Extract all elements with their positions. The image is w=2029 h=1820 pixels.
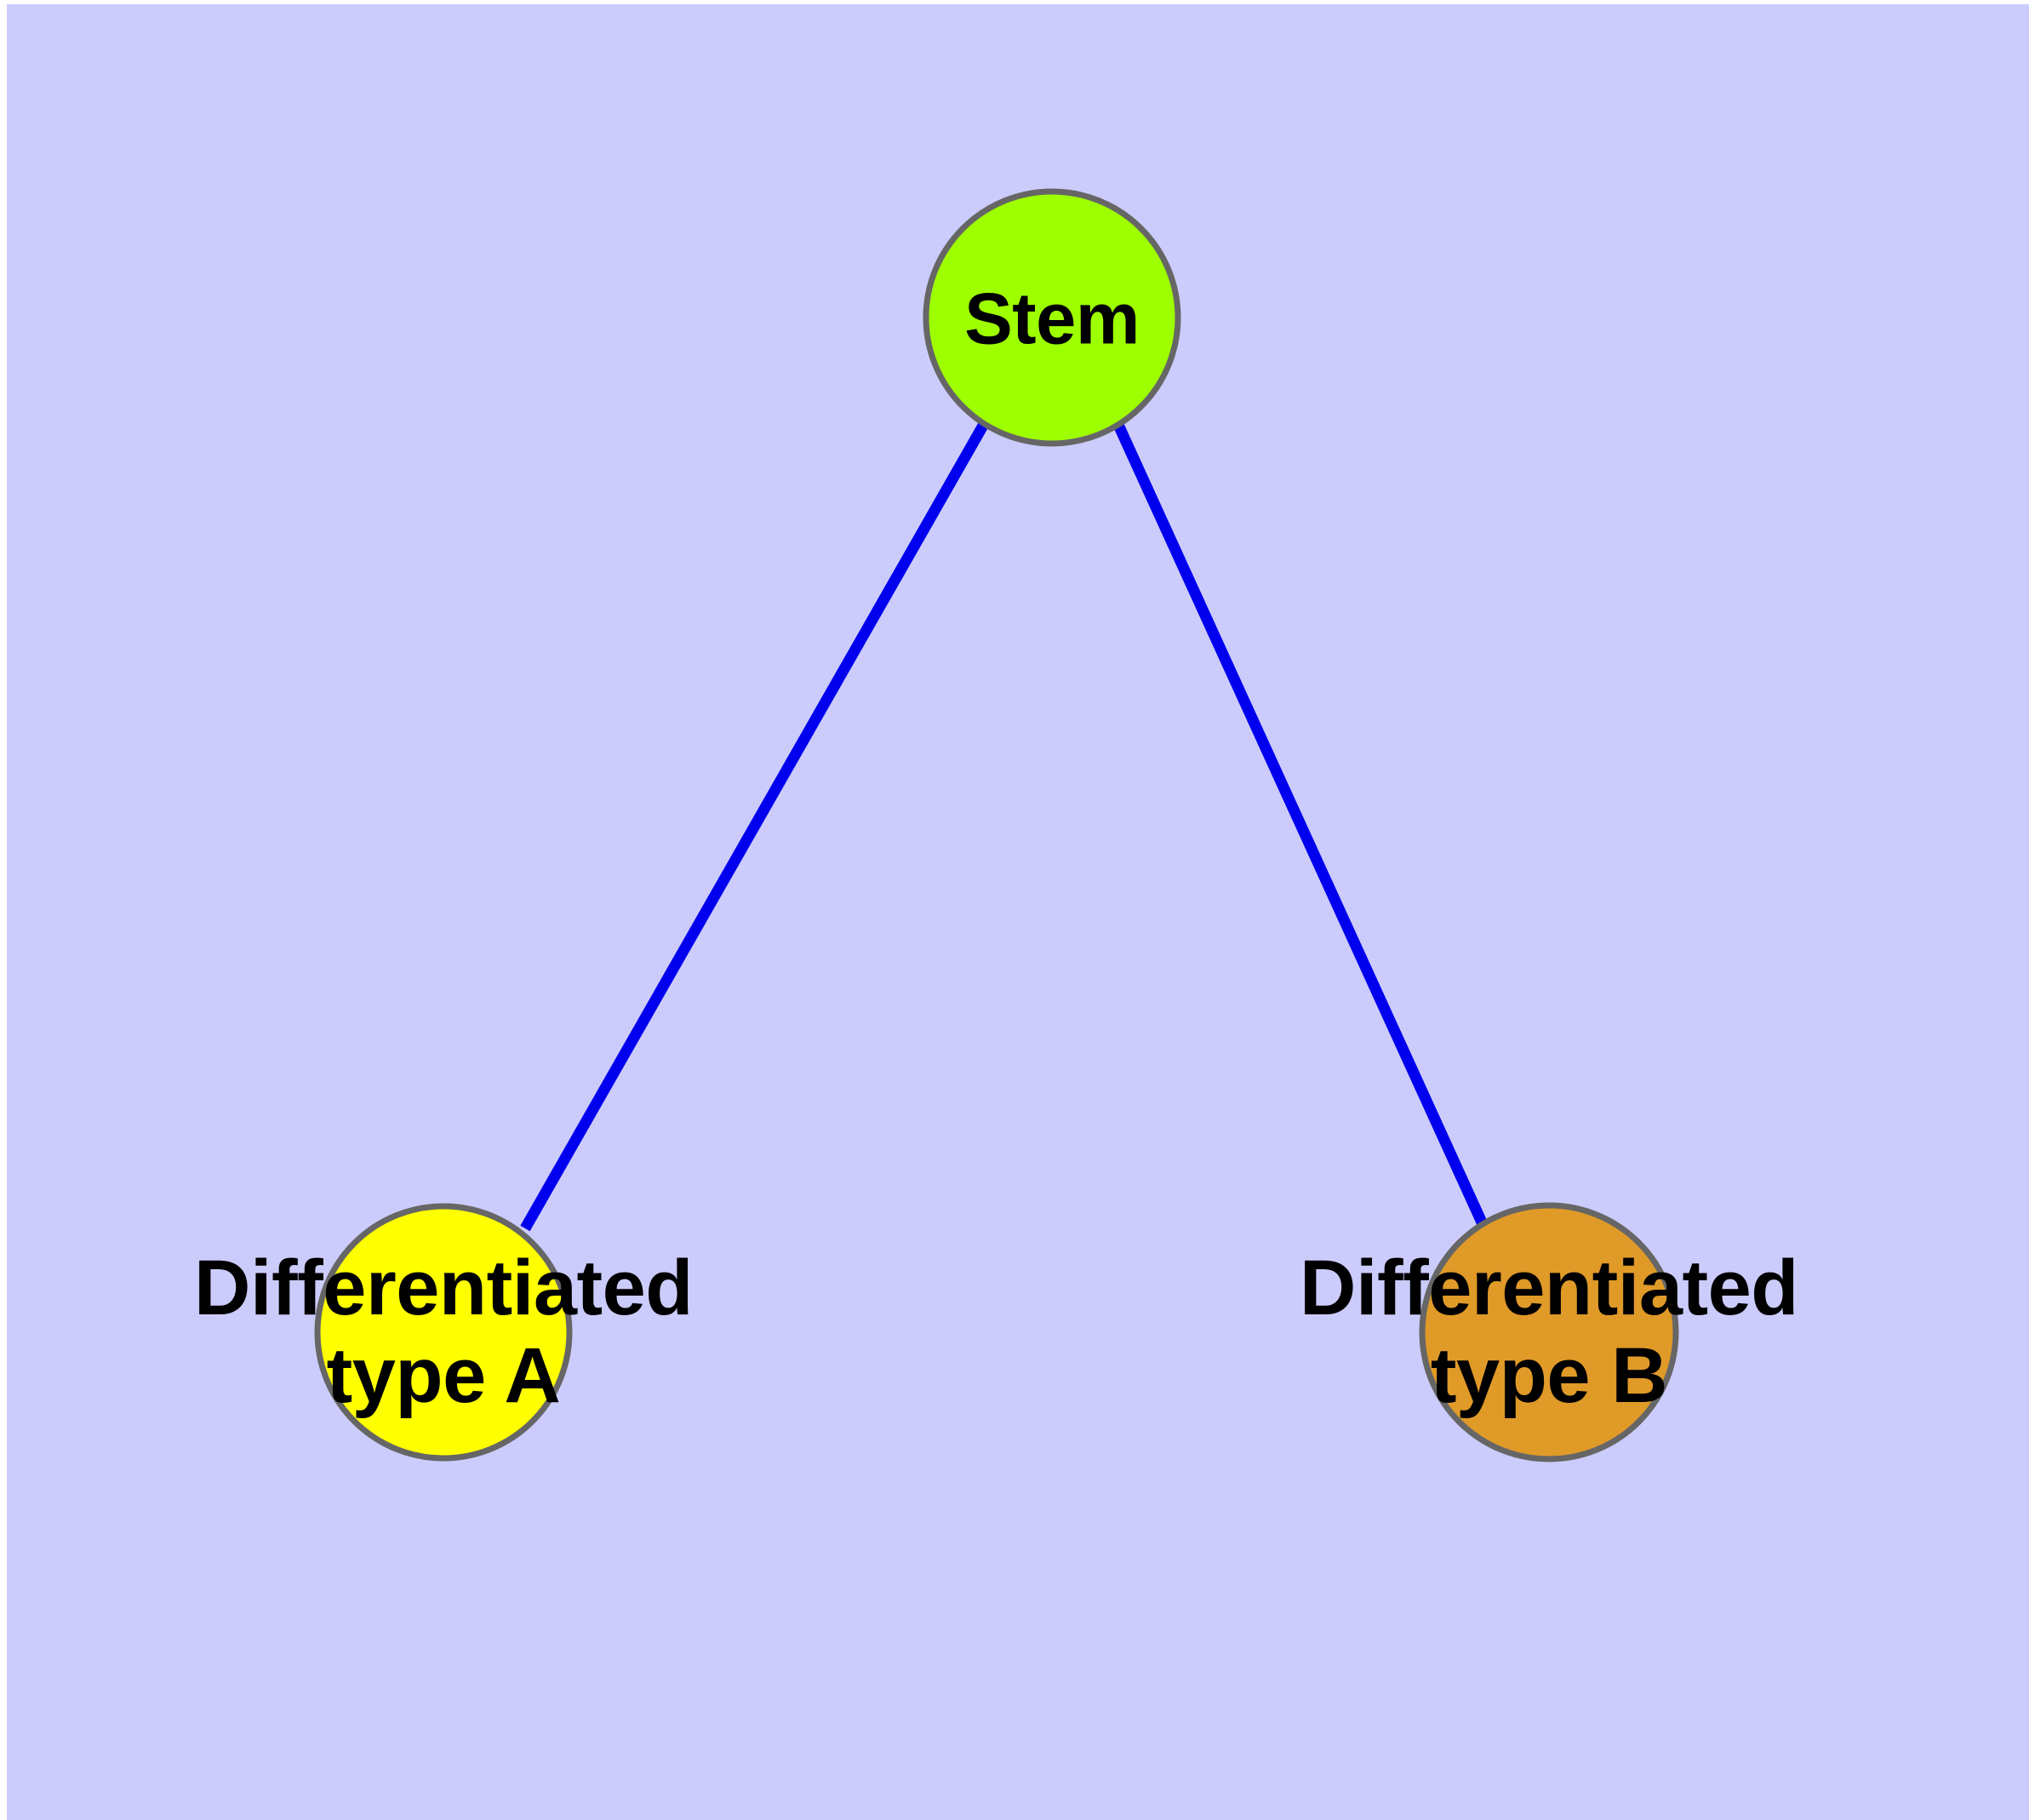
node-differentiated-type-a[interactable] <box>314 1203 573 1462</box>
node-layer <box>314 188 1679 1462</box>
edge-stem-to-differentiated-type-b[interactable] <box>1113 422 1488 1227</box>
edge-stem-to-differentiated-type-a[interactable] <box>520 422 988 1232</box>
graph-svg <box>314 188 1679 1462</box>
edge-layer <box>520 422 1488 1232</box>
node-stem[interactable] <box>923 188 1181 447</box>
node-differentiated-type-b[interactable] <box>1419 1202 1679 1462</box>
